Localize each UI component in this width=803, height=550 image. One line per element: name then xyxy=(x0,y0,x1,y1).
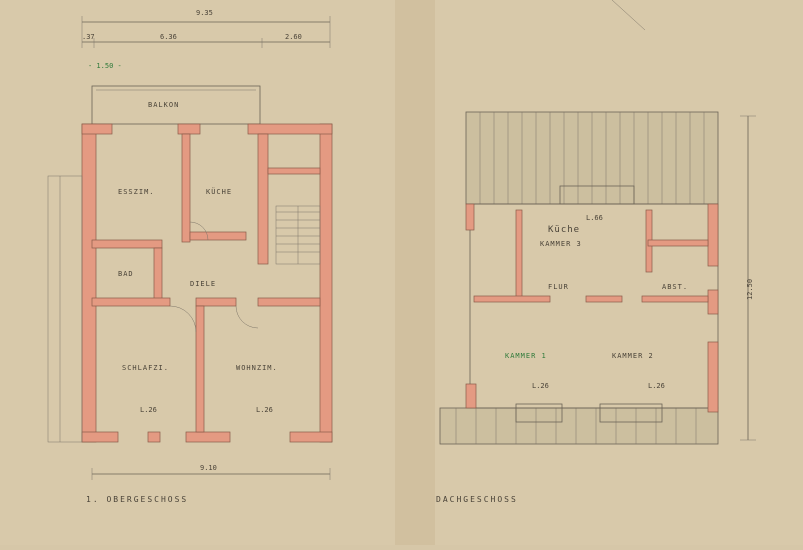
room-label-diele: DIELE xyxy=(190,280,216,288)
staircase xyxy=(275,205,321,265)
room-label-wohnzim: WOHNZIM. xyxy=(236,364,278,372)
roof-section-top xyxy=(465,111,719,205)
green-annotation: - 1.50 - xyxy=(88,62,122,70)
room-label-bad: BAD xyxy=(118,270,134,278)
paper-fold xyxy=(395,0,435,545)
dim-top-left: .37 xyxy=(82,33,95,41)
room-label-kuche-dg: Küche xyxy=(548,225,580,235)
balcony-outline xyxy=(91,85,261,125)
height-label-wohnzim: L.26 xyxy=(256,406,273,414)
roof-section-bottom xyxy=(439,407,719,445)
room-label-kammer1: KAMMER 1 xyxy=(505,352,547,360)
dim-bottom: 9.10 xyxy=(200,464,217,472)
right-floor-plan: 12.50 Küche KAMMER 3 FLUR KAMMER 1 KAMME… xyxy=(436,111,756,504)
height-label-schlafzi: L.26 xyxy=(140,406,157,414)
room-label-kuche: KÜCHE xyxy=(206,187,232,196)
room-label-flur: FLUR xyxy=(548,283,569,291)
room-label-esszim: ESSZIM. xyxy=(118,188,155,196)
caption-obergeschoss: 1. OBERGESCHOSS xyxy=(86,495,188,504)
height-label-kammer2: L.26 xyxy=(648,382,665,390)
room-label-kammer2: KAMMER 2 xyxy=(612,352,654,360)
height-label-kammer1: L.26 xyxy=(532,382,549,390)
caption-dachgeschoss: DACHGESCHOSS xyxy=(436,495,518,504)
left-floor-plan: 9.35 .37 6.36 2.60 - 1.50 - BALKON xyxy=(47,9,333,504)
room-label-schlafzi: SCHLAFZI. xyxy=(122,364,169,372)
room-label-abst: ABST. xyxy=(662,283,688,291)
room-label-kammer3: KAMMER 3 xyxy=(540,240,582,248)
room-label-balkon: BALKON xyxy=(148,101,179,109)
dim-top-total: 9.35 xyxy=(196,9,213,17)
height-label-kuche-dg: L.66 xyxy=(586,214,603,222)
dim-side: 12.50 xyxy=(746,279,754,300)
dim-top-mid: 6.36 xyxy=(160,33,177,41)
dim-top-right: 2.60 xyxy=(285,33,302,41)
